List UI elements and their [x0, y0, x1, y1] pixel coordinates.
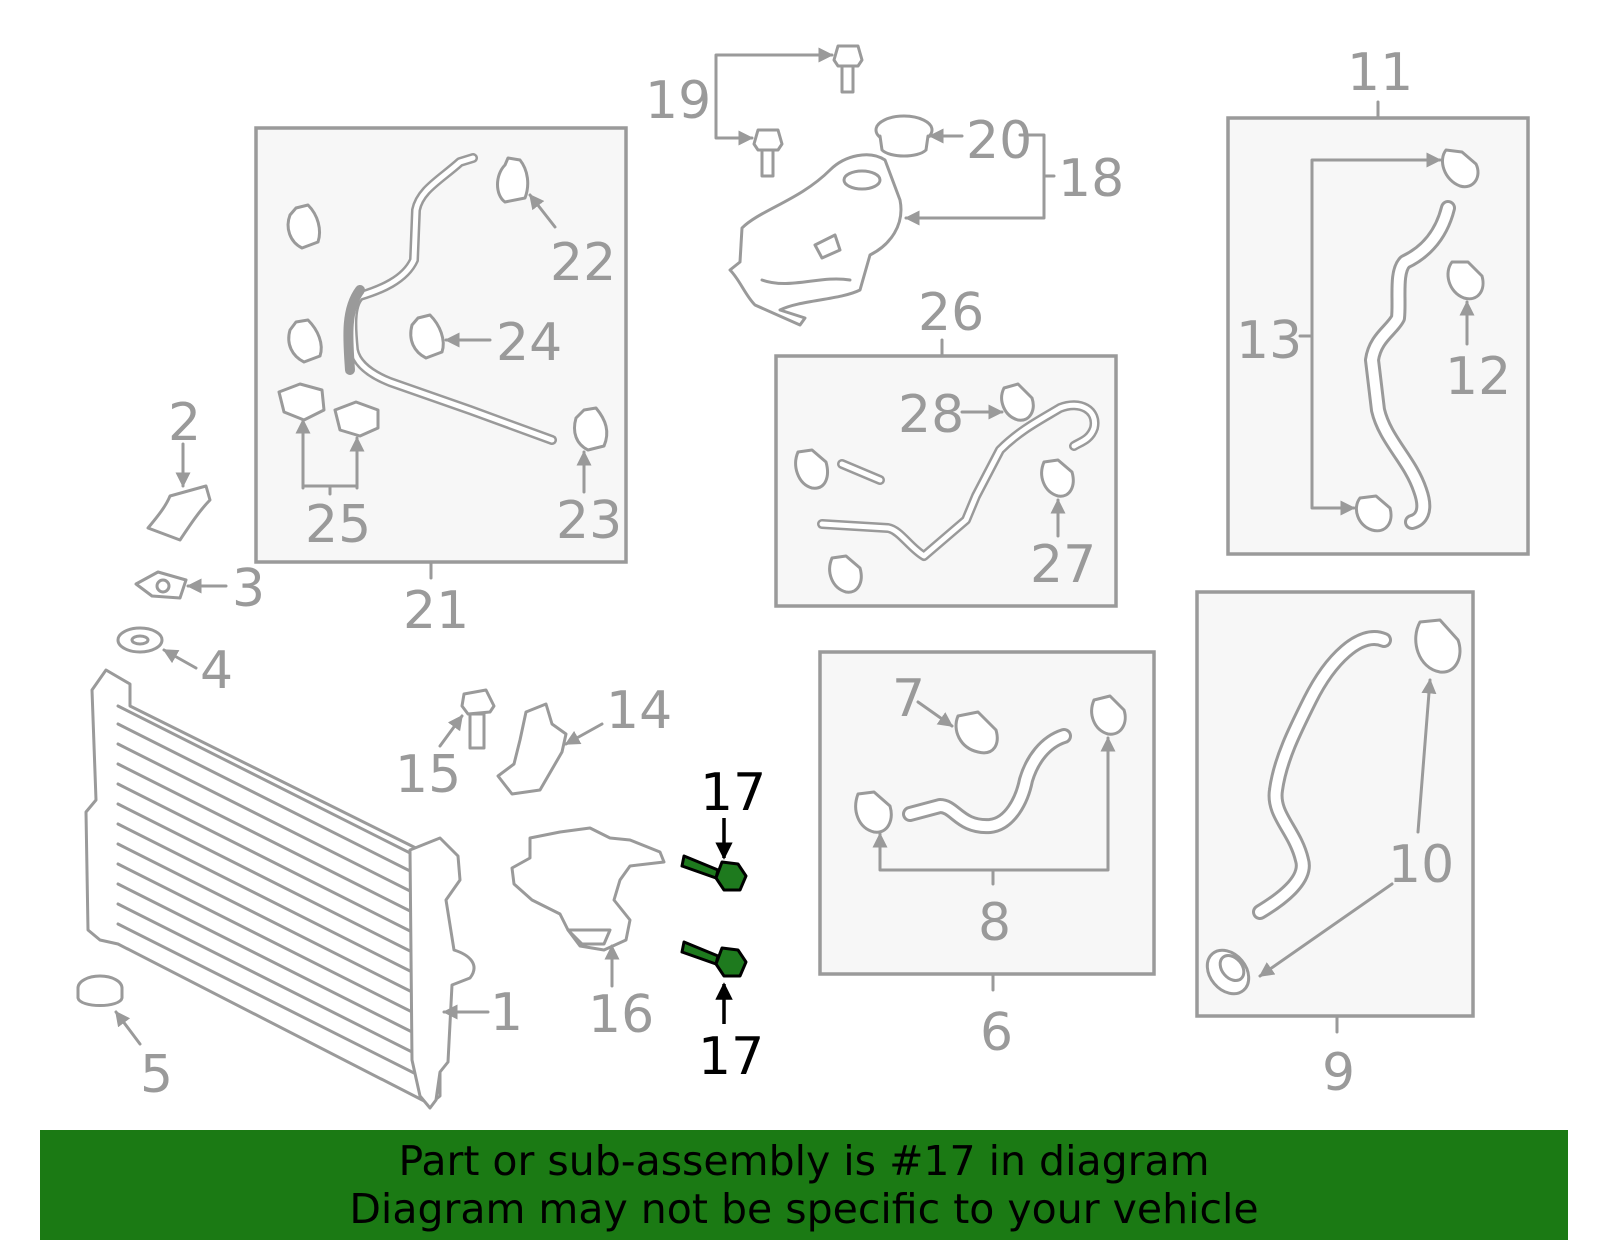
- callout-16: 16: [588, 985, 654, 1045]
- callout-25: 25: [305, 495, 371, 555]
- clamp-7: [954, 710, 999, 755]
- bracket-25: [277, 382, 380, 438]
- clamp-26-lower: [828, 554, 863, 594]
- banner-line-part: Part or sub-assembly is #17 in diagram: [398, 1137, 1210, 1185]
- callout-2: 2: [168, 393, 201, 453]
- bracket-3: [134, 570, 188, 600]
- clamp-8-right: [1090, 694, 1127, 736]
- pressure-cap-20: [874, 114, 934, 158]
- clamp-12: [1446, 260, 1485, 301]
- callout-11: 11: [1347, 43, 1413, 103]
- callout-10: 10: [1388, 835, 1454, 895]
- callout-18: 18: [1058, 149, 1124, 209]
- plug-5: [76, 974, 124, 1007]
- callout-17-upper: 17: [700, 763, 766, 823]
- callout-3: 3: [232, 559, 265, 619]
- callout-23: 23: [556, 491, 622, 551]
- clamp-12-lower: [1355, 494, 1393, 533]
- clip-upper-left: [286, 203, 322, 250]
- callout-19: 19: [645, 71, 711, 131]
- callout-28: 28: [898, 385, 964, 445]
- thermostat-housing-16: [510, 826, 666, 952]
- bolt-17-lower: [680, 940, 748, 978]
- callout-12: 12: [1445, 347, 1511, 407]
- overflow-hose: [343, 153, 557, 445]
- callout-26: 26: [918, 283, 984, 343]
- callout-17-lower: 17: [698, 1027, 764, 1087]
- clamp-10-lower: [1205, 948, 1251, 996]
- coolant-reservoir-18: [728, 153, 903, 327]
- bolt-19-upper: [832, 44, 864, 94]
- washer-4: [116, 626, 164, 654]
- bracket-14: [496, 702, 568, 796]
- callout-15: 15: [395, 745, 461, 805]
- heater-pipe-26: [817, 400, 1100, 561]
- callout-27: 27: [1030, 535, 1096, 595]
- insulator-2: [146, 484, 212, 542]
- callout-5: 5: [140, 1045, 173, 1105]
- bypass-hose-8: [902, 728, 1072, 835]
- clamp-28: [1000, 382, 1035, 422]
- callout-1: 1: [490, 983, 523, 1043]
- callout-13: 13: [1236, 311, 1302, 371]
- upper-radiator-hose: [1364, 200, 1456, 530]
- radiator-1: [84, 668, 476, 1110]
- clip-24: [409, 313, 445, 360]
- callout-4: 4: [200, 641, 233, 701]
- callout-7: 7: [892, 669, 925, 729]
- callout-9: 9: [1322, 1043, 1355, 1103]
- clip-23: [573, 406, 609, 452]
- lower-radiator-hose-9: [1252, 630, 1392, 920]
- clamp-12-upper: [1441, 148, 1480, 189]
- callout-22: 22: [550, 233, 616, 293]
- clamp-10-upper: [1414, 618, 1462, 674]
- bolt-15: [460, 688, 496, 750]
- banner-line-disclaimer: Diagram may not be specific to your vehi…: [349, 1185, 1259, 1233]
- info-banner: Part or sub-assembly is #17 in diagram D…: [40, 1130, 1568, 1240]
- callout-6: 6: [980, 1003, 1013, 1063]
- clip-mid-left: [287, 318, 323, 364]
- clamp-26-left: [794, 448, 829, 490]
- callout-8: 8: [978, 893, 1011, 953]
- bolt-19-lower: [752, 128, 784, 178]
- bolt-17-upper: [680, 854, 748, 892]
- clip-22: [496, 156, 530, 204]
- clamp-8-left: [854, 790, 893, 834]
- clamp-27: [1040, 458, 1075, 498]
- callout-24: 24: [496, 313, 562, 373]
- callout-14: 14: [606, 681, 672, 741]
- callout-20: 20: [966, 111, 1032, 171]
- callout-21: 21: [403, 581, 469, 641]
